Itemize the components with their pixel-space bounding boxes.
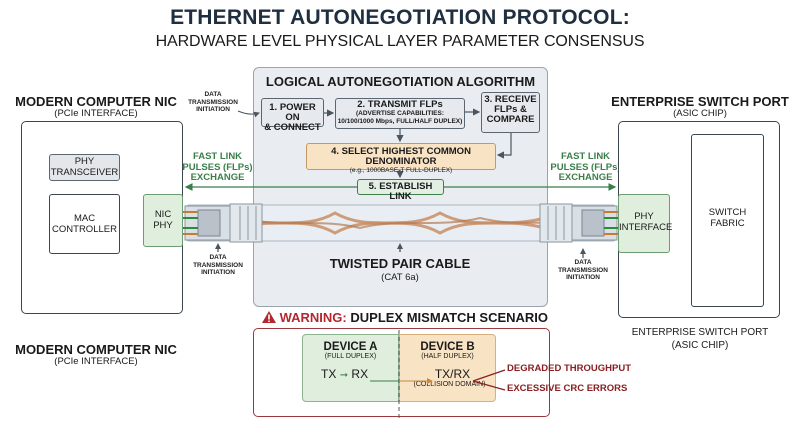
diagram-subtitle: HARDWARE LEVEL PHYSICAL LAYER PARAMETER … — [155, 33, 645, 50]
device-a-tx: TX — [321, 367, 337, 381]
nic-subtitle-bottom: (PCIe INTERFACE) — [54, 356, 138, 367]
step-receive-compare: 3. RECEIVE FLPs & COMPARE — [481, 92, 540, 133]
switch-subtitle-bottom: (ASIC CHIP) — [671, 340, 729, 351]
step-establish-link: 5. ESTABLISH LINK — [357, 179, 444, 202]
switch-title-bottom: ENTERPRISE SWITCH PORT — [631, 327, 769, 338]
error-degraded-throughput: DEGRADED THROUGHPUT — [507, 363, 632, 374]
arrow-init-to-step1 — [237, 110, 260, 118]
device-a-panel: DEVICE A (FULL DUPLEX) TX ➞ RX — [302, 334, 399, 402]
cable-subtitle: (CAT 6a) — [381, 272, 419, 283]
algorithm-panel-title: LOGICAL AUTONEGOTIATION ALGORITHM — [265, 74, 536, 89]
device-b-panel: DEVICE B (HALF DUPLEX) TX/RX (COLLISION … — [399, 334, 496, 402]
switch-title-top: ENTERPRISE SWITCH PORT — [611, 94, 789, 109]
step-select-hcd: 4. SELECT HIGHEST COMMON DENOMINATOR (e.… — [306, 143, 496, 174]
step-power-on: 1. POWER ON & CONNECT — [261, 98, 324, 133]
twisted-pair-3 — [239, 216, 571, 230]
initiation-note-top: DATA TRANSMISSION INITIATION — [188, 91, 238, 113]
device-b-domain: (COLLISION DOMAIN) — [413, 381, 486, 388]
nic-title-bottom: MODERN COMPUTER NIC — [15, 342, 177, 357]
step-transmit-flps: 2. TRANSMIT FLPs (ADVERTISE CAPABILITIES… — [335, 98, 465, 129]
cable-title: TWISTED PAIR CABLE — [329, 256, 471, 271]
nic-title-top: MODERN COMPUTER NIC — [15, 94, 177, 109]
arrow-step3-to-step4 — [496, 133, 512, 159]
warning-triangle-icon — [261, 311, 276, 323]
device-b-txrx: TX/RX — [434, 367, 471, 381]
diagram-title: ETHERNET AUTONEGOTIATION PROTOCOL: — [170, 6, 630, 29]
nic-subtitle-top: (PCIe INTERFACE) — [54, 108, 138, 119]
device-a-rx: RX — [351, 367, 369, 381]
warning-title: WARNING: DUPLEX MISMATCH SCENARIO — [260, 310, 550, 325]
switch-subtitle-top: (ASIC CHIP) — [673, 108, 727, 119]
error-excessive-crc: EXCESSIVE CRC ERRORS — [507, 383, 628, 394]
